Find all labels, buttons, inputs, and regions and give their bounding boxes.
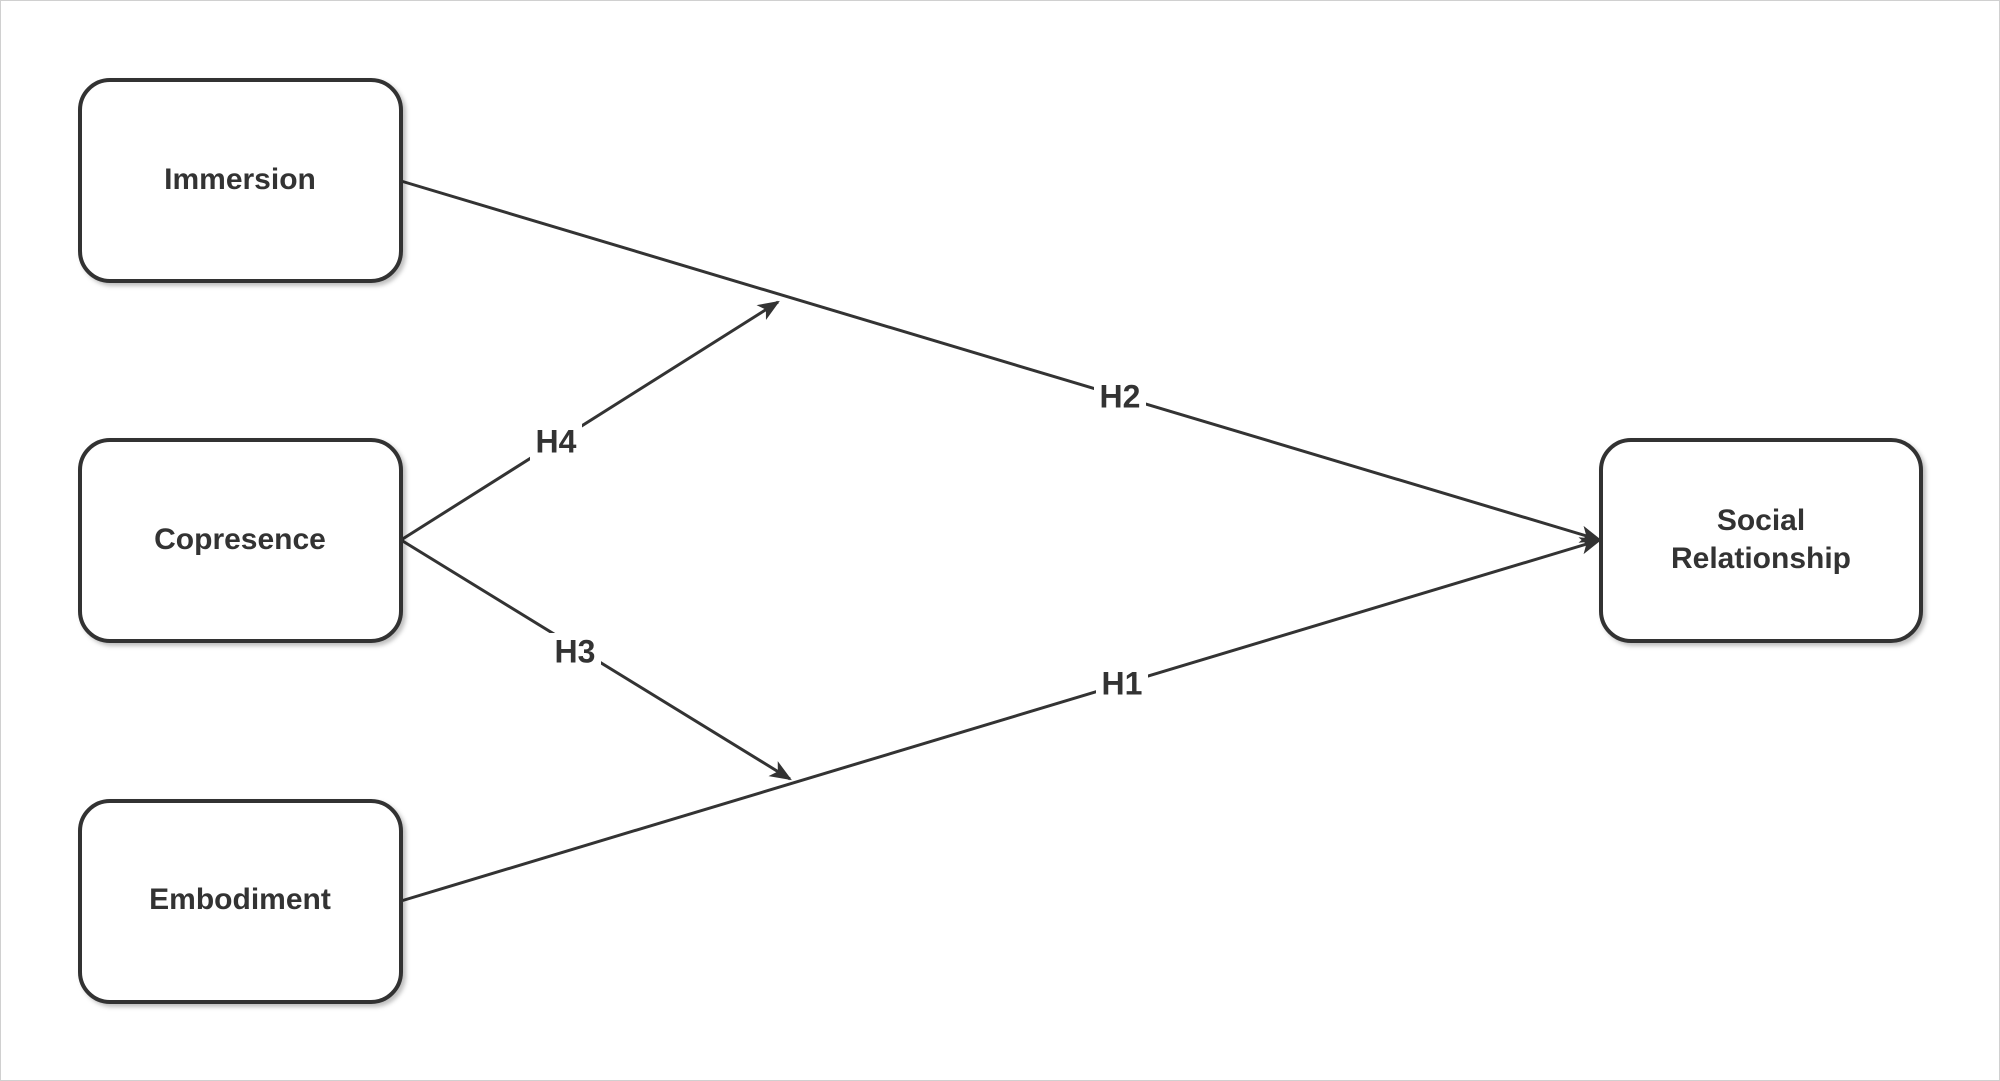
node-label-copresence: Copresence (154, 523, 326, 556)
edge-label-h1: H1 (1102, 665, 1143, 701)
edge-h1 (400, 537, 1603, 903)
edge-label-h3: H3 (555, 633, 596, 669)
node-embodiment: Embodiment (78, 799, 403, 1004)
node-copresence: Copresence (78, 438, 403, 643)
node-label-social-line1: Social (1717, 504, 1805, 537)
edge-label-h2: H2 (1100, 378, 1141, 414)
node-social-relationship: Social Relationship (1599, 438, 1923, 643)
node-label-social-line2: Relationship (1671, 542, 1851, 575)
edge-label-h4: H4 (536, 423, 577, 459)
edge-h4 (400, 300, 780, 542)
node-immersion: Immersion (78, 78, 403, 283)
edge-h2 (400, 179, 1603, 543)
node-label-embodiment: Embodiment (149, 883, 331, 916)
node-label-immersion: Immersion (164, 163, 316, 196)
